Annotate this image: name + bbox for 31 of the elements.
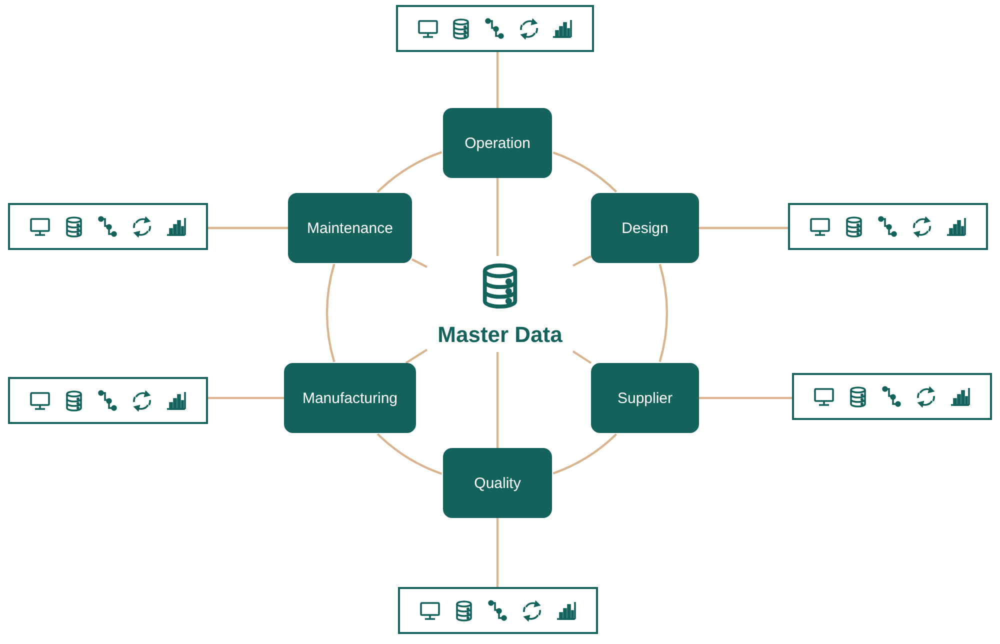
connector-line xyxy=(496,518,499,587)
connector-line xyxy=(699,396,792,400)
process-box: Manufacturing xyxy=(284,363,416,433)
connector-line xyxy=(496,52,499,108)
icon-panel xyxy=(788,203,988,250)
hub-label: Master Data xyxy=(438,322,562,348)
connector-line xyxy=(208,396,284,400)
process-box: Operation xyxy=(443,108,552,178)
process-box: Design xyxy=(591,193,699,263)
connector-line xyxy=(496,352,499,448)
icon-panel xyxy=(398,587,598,634)
connector-line xyxy=(208,226,288,230)
connector-line xyxy=(496,178,499,256)
arc-line xyxy=(376,433,442,475)
process-box: Maintenance xyxy=(288,193,412,263)
arc-line xyxy=(376,151,442,193)
arc-line xyxy=(326,264,336,362)
icon-panel xyxy=(396,5,594,52)
arc-line xyxy=(552,433,618,474)
connector-line xyxy=(405,348,428,364)
connector-line xyxy=(412,258,428,268)
icon-panel xyxy=(8,203,208,250)
process-box: Quality xyxy=(443,448,552,518)
arc-line xyxy=(658,264,668,362)
icon-panel xyxy=(8,377,208,424)
connector-line xyxy=(572,255,592,267)
icon-panel xyxy=(792,373,992,420)
arc-line xyxy=(552,152,618,193)
connector-line xyxy=(699,226,788,230)
connector-line xyxy=(572,350,592,364)
process-box: Supplier xyxy=(591,363,699,433)
